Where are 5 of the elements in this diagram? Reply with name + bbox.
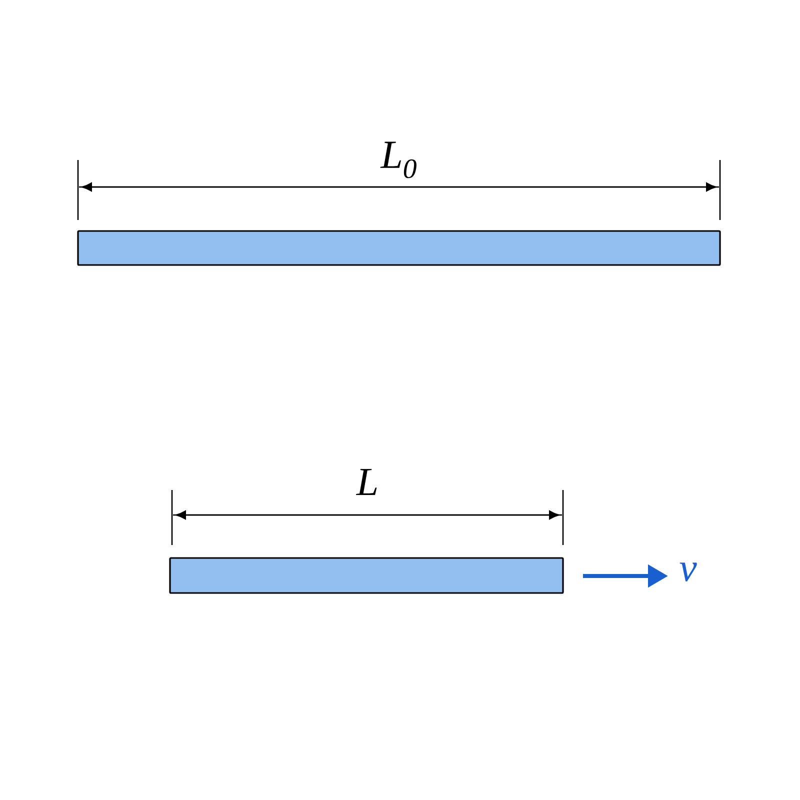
dimension-label: L$_{0}$	[380, 142, 416, 178]
velocity-label: v	[680, 562, 697, 582]
bar	[169, 557, 564, 594]
bar	[77, 230, 721, 266]
dimension-label: L	[356, 468, 377, 496]
